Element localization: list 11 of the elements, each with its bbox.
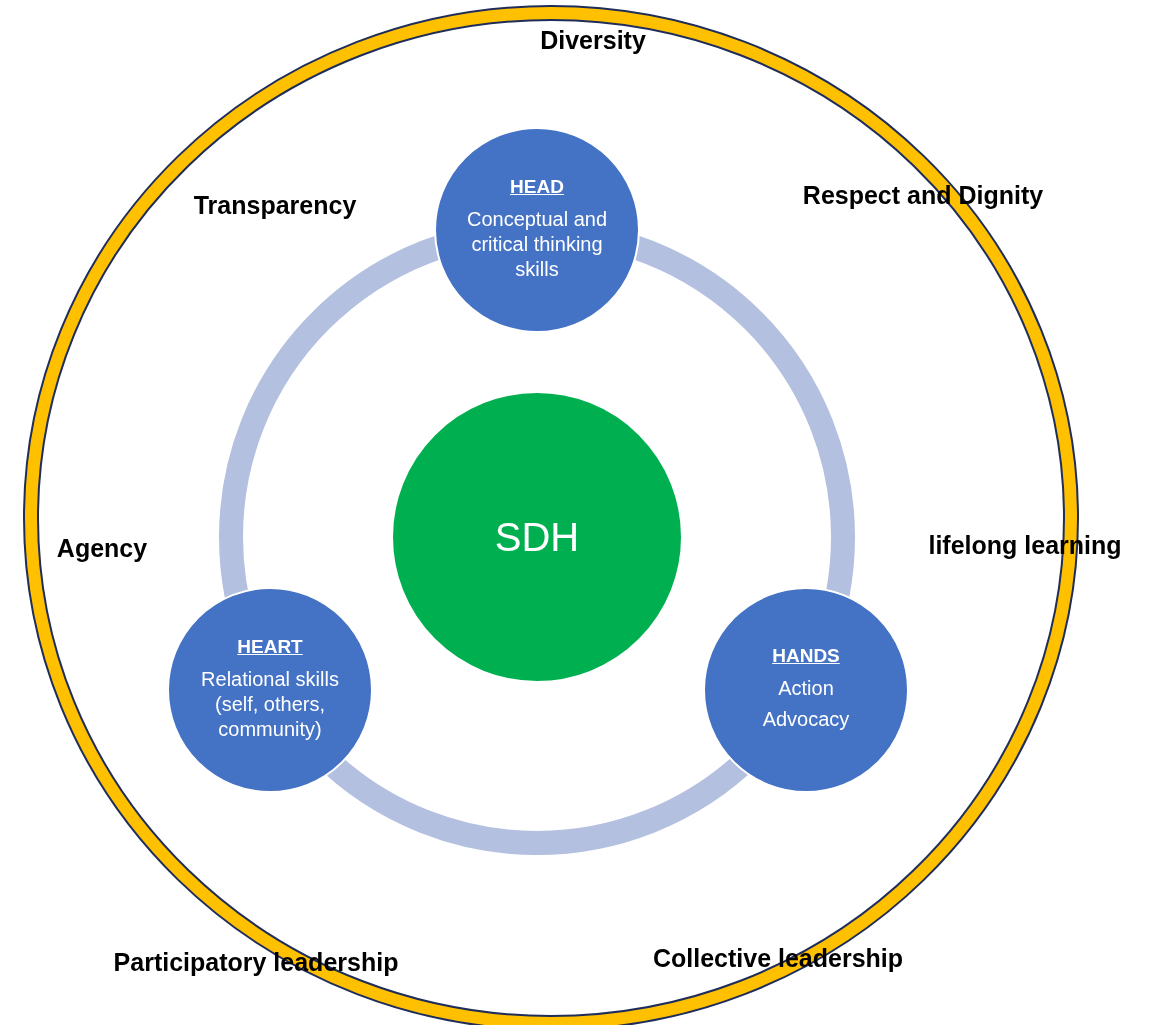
center-label: SDH <box>494 514 580 560</box>
circle-text: Advocacy <box>762 707 850 732</box>
circle-text: Relational skills (self, others, community) <box>200 666 340 742</box>
value-label: Transparency <box>193 190 357 220</box>
circle-heading: HANDS <box>772 645 840 667</box>
circle-heading: HEAD <box>510 175 564 198</box>
value-label: Agency <box>56 533 148 563</box>
circle-text: Conceptual and critical thinking skills <box>465 206 609 282</box>
circle-heading: HEART <box>237 635 303 658</box>
circle-text: Action <box>778 676 834 701</box>
value-label: Diversity <box>540 25 646 55</box>
